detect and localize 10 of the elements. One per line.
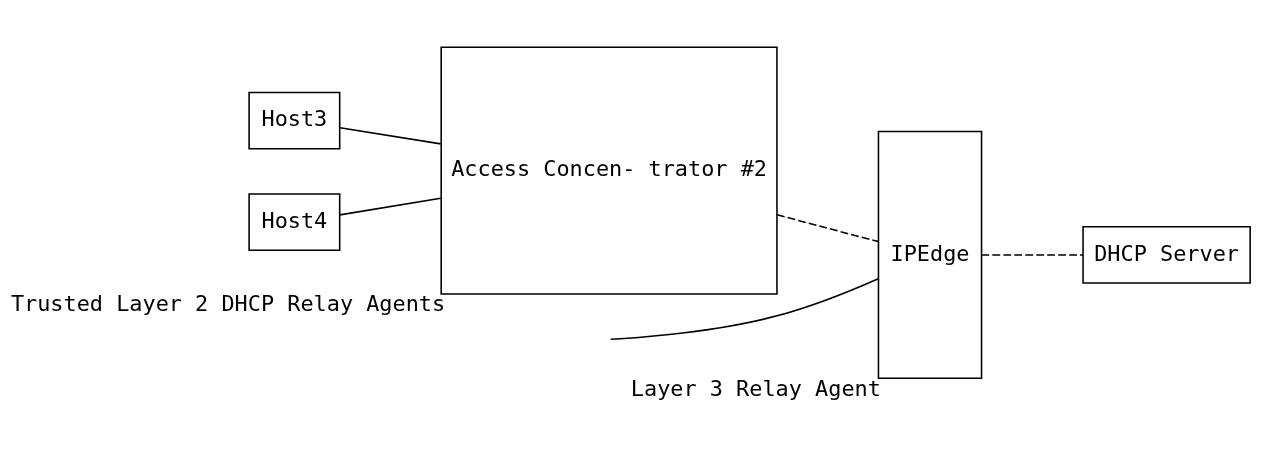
node-box: Access Concen- trator #2 [440, 46, 778, 295]
connector [339, 197, 442, 216]
node-box: Host3 [248, 91, 341, 150]
node-box: Host4 [248, 193, 341, 252]
connector [980, 254, 1084, 256]
node-box: IPEdge [877, 130, 983, 380]
connector [609, 277, 880, 341]
connector [776, 214, 879, 243]
connector [339, 126, 442, 145]
node-box: DHCP Server [1082, 226, 1251, 284]
